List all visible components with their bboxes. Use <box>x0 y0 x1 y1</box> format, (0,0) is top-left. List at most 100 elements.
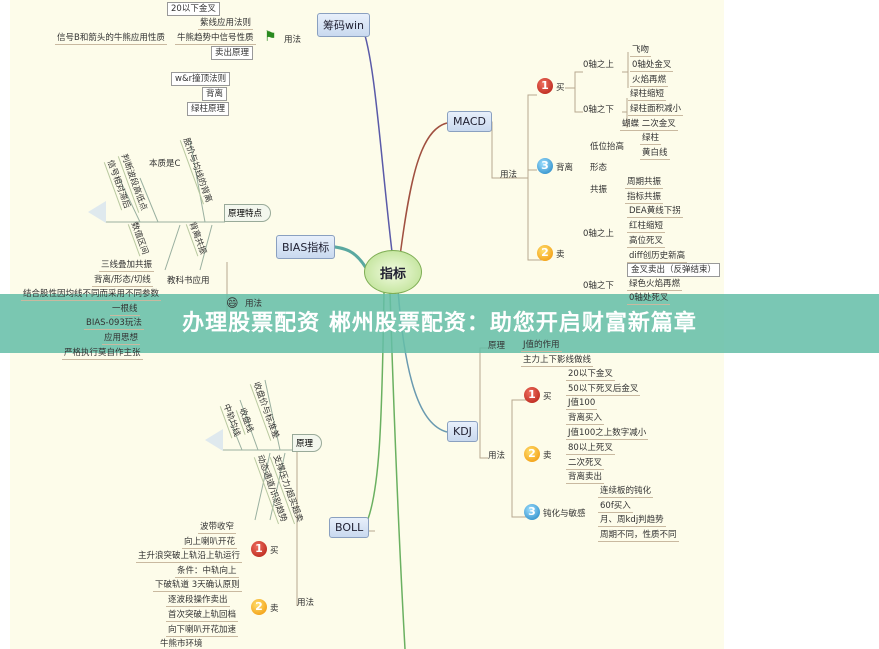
macd-item[interactable]: 蝴蝶 二次金叉 <box>620 119 678 131</box>
macd-topic[interactable]: MACD <box>447 111 492 132</box>
macd-item[interactable]: 绿色火焰再燃 <box>627 279 683 291</box>
chips-topic[interactable]: 筹码win <box>317 13 371 37</box>
macd-item[interactable]: 绿柱缩短 <box>628 89 667 101</box>
boll-item[interactable]: 向下喇叭开花加速 <box>166 625 239 637</box>
number-3-icon: 3 <box>537 158 553 174</box>
macd-sell-below[interactable]: 0轴之下 <box>583 281 614 291</box>
boll-item[interactable]: 向上喇叭开花 <box>182 537 238 549</box>
macd-low[interactable]: 低位抬高 <box>590 142 625 152</box>
boll-topic[interactable]: BOLL <box>329 517 370 538</box>
macd-item[interactable]: 指标共振 <box>625 192 664 204</box>
kdj-item[interactable]: J值100之上数字减小 <box>566 428 649 440</box>
kdj-item[interactable]: J值的作用 <box>521 340 562 352</box>
chips-usage[interactable]: 用法 <box>284 35 302 45</box>
boll-item[interactable]: 条件：中轨向上 <box>175 566 239 578</box>
macd-item[interactable]: DEA黄线下拐 <box>627 206 683 218</box>
center-node[interactable]: 指标 <box>364 250 422 294</box>
boll-buy[interactable]: 买 <box>270 546 279 556</box>
bias-textbook[interactable]: 教科书应用 <box>167 276 210 286</box>
boll-item[interactable]: 下破轨道 3天确认原则 <box>153 580 242 592</box>
chips-item[interactable]: w&r撞顶法则 <box>171 72 231 86</box>
kdj-item[interactable]: J值100 <box>566 398 598 410</box>
bias-principle[interactable]: 原理特点 <box>224 204 272 222</box>
kdj-item[interactable]: 20以下金叉 <box>566 369 615 381</box>
promo-banner[interactable]: 办理股票配资 郴州股票配资：助您开启财富新篇章 <box>0 294 879 353</box>
macd-divergence[interactable]: 背离 <box>556 163 574 173</box>
smile-icon: 😄 <box>226 296 239 310</box>
kdj-item[interactable]: 二次死叉 <box>566 458 605 470</box>
kdj-dull[interactable]: 钝化与敏感 <box>543 509 586 519</box>
macd-resonance[interactable]: 共振 <box>590 185 608 195</box>
banner-text: 办理股票配资 郴州股票配资：助您开启财富新篇章 <box>182 310 697 336</box>
macd-item[interactable]: 火焰再燃 <box>630 75 669 87</box>
chips-item[interactable]: 绿柱原理 <box>187 102 230 116</box>
number-2-icon: 2 <box>251 599 267 615</box>
macd-item[interactable]: 周期共振 <box>625 177 664 189</box>
macd-buy-above[interactable]: 0轴之上 <box>583 60 614 70</box>
boll-principle[interactable]: 原理 <box>292 434 323 452</box>
macd-item[interactable]: 绿柱面积减小 <box>628 104 684 116</box>
number-3-icon: 3 <box>524 504 540 520</box>
chips-item[interactable]: 信号B和箭头的牛熊应用性质 <box>55 33 167 45</box>
macd-shape[interactable]: 形态 <box>590 163 608 173</box>
boll-sell[interactable]: 卖 <box>270 604 279 614</box>
chips-item[interactable]: 背离 <box>202 87 228 101</box>
number-2-icon: 2 <box>537 245 553 261</box>
kdj-item[interactable]: 50以下死叉后金叉 <box>566 384 641 396</box>
chips-item[interactable]: 20以下金叉 <box>167 2 220 16</box>
number-2-icon: 2 <box>524 446 540 462</box>
bias-item[interactable]: 应用思想 <box>102 333 141 345</box>
kdj-item[interactable]: 周期不同，性质不同 <box>598 530 679 542</box>
macd-buy[interactable]: 买 <box>556 83 565 93</box>
macd-item[interactable]: 红柱缩短 <box>627 221 666 233</box>
bias-item[interactable]: BIAS-093玩法 <box>84 318 144 330</box>
kdj-item[interactable]: 连续板的钝化 <box>598 486 654 498</box>
bias-item[interactable]: 结合股性因均线不同而采用不同参数 <box>21 289 162 301</box>
kdj-topic[interactable]: KDJ <box>447 421 478 442</box>
boll-item[interactable]: 牛熊市环境 <box>160 639 203 649</box>
macd-usage[interactable]: 用法 <box>500 170 518 180</box>
macd-item[interactable]: 黄白线 <box>640 148 670 160</box>
bias-usage[interactable]: 用法 <box>245 299 263 309</box>
bias-essence[interactable]: 本质是C <box>149 159 181 169</box>
fishbone-head-icon <box>205 429 223 451</box>
chips-item[interactable]: 卖出原理 <box>211 46 254 60</box>
kdj-item[interactable]: 60f买入 <box>598 501 633 513</box>
center-label: 指标 <box>379 266 406 282</box>
kdj-item[interactable]: 背离买入 <box>566 413 605 425</box>
macd-item[interactable]: 高位死叉 <box>627 236 666 248</box>
bias-item[interactable]: 背离/形态/切线 <box>92 275 153 287</box>
kdj-item[interactable]: 80以上死叉 <box>566 443 615 455</box>
kdj-buy[interactable]: 买 <box>543 392 552 402</box>
macd-item[interactable]: 0轴处金叉 <box>630 60 674 72</box>
bias-item[interactable]: 三线叠加共振 <box>99 260 155 272</box>
kdj-sell[interactable]: 卖 <box>543 451 552 461</box>
kdj-item[interactable]: 月、周kdj判趋势 <box>598 515 666 527</box>
flag-icon: ⚑ <box>264 29 277 45</box>
boll-usage[interactable]: 用法 <box>297 598 315 608</box>
link-macd <box>399 122 448 257</box>
kdj-principle[interactable]: 原理 <box>488 341 506 351</box>
kdj-item[interactable]: 背离卖出 <box>566 472 605 484</box>
macd-item[interactable]: 0轴处死叉 <box>627 293 671 305</box>
macd-buy-below[interactable]: 0轴之下 <box>583 105 614 115</box>
number-1-icon: 1 <box>537 78 553 94</box>
kdj-usage[interactable]: 用法 <box>488 451 506 461</box>
link-chips <box>361 25 393 253</box>
boll-item[interactable]: 逐波段操作卖出 <box>166 595 230 607</box>
boll-item[interactable]: 主升浪突破上轨沿上轨运行 <box>136 551 243 563</box>
kdj-item[interactable]: 主力上下影线做线 <box>521 355 594 367</box>
boll-item[interactable]: 首次突破上轨回档 <box>166 610 239 622</box>
macd-item[interactable]: 金叉卖出（反弹结束） <box>627 263 721 277</box>
macd-item[interactable]: 绿柱 <box>640 133 662 145</box>
macd-item[interactable]: diff创历史新高 <box>627 251 688 263</box>
bias-item[interactable]: 严格执行莫自作主张 <box>62 348 143 360</box>
boll-item[interactable]: 波带收窄 <box>198 522 237 534</box>
macd-sell[interactable]: 卖 <box>556 250 565 260</box>
bias-item[interactable]: 一根线 <box>110 304 140 316</box>
bias-topic[interactable]: BIAS指标 <box>276 235 336 259</box>
chips-item[interactable]: 紫线应用法则 <box>198 18 254 30</box>
chips-item[interactable]: 牛熊趋势中信号性质 <box>175 33 256 45</box>
macd-sell-above[interactable]: 0轴之上 <box>583 229 614 239</box>
macd-item[interactable]: 飞吻 <box>630 45 652 57</box>
